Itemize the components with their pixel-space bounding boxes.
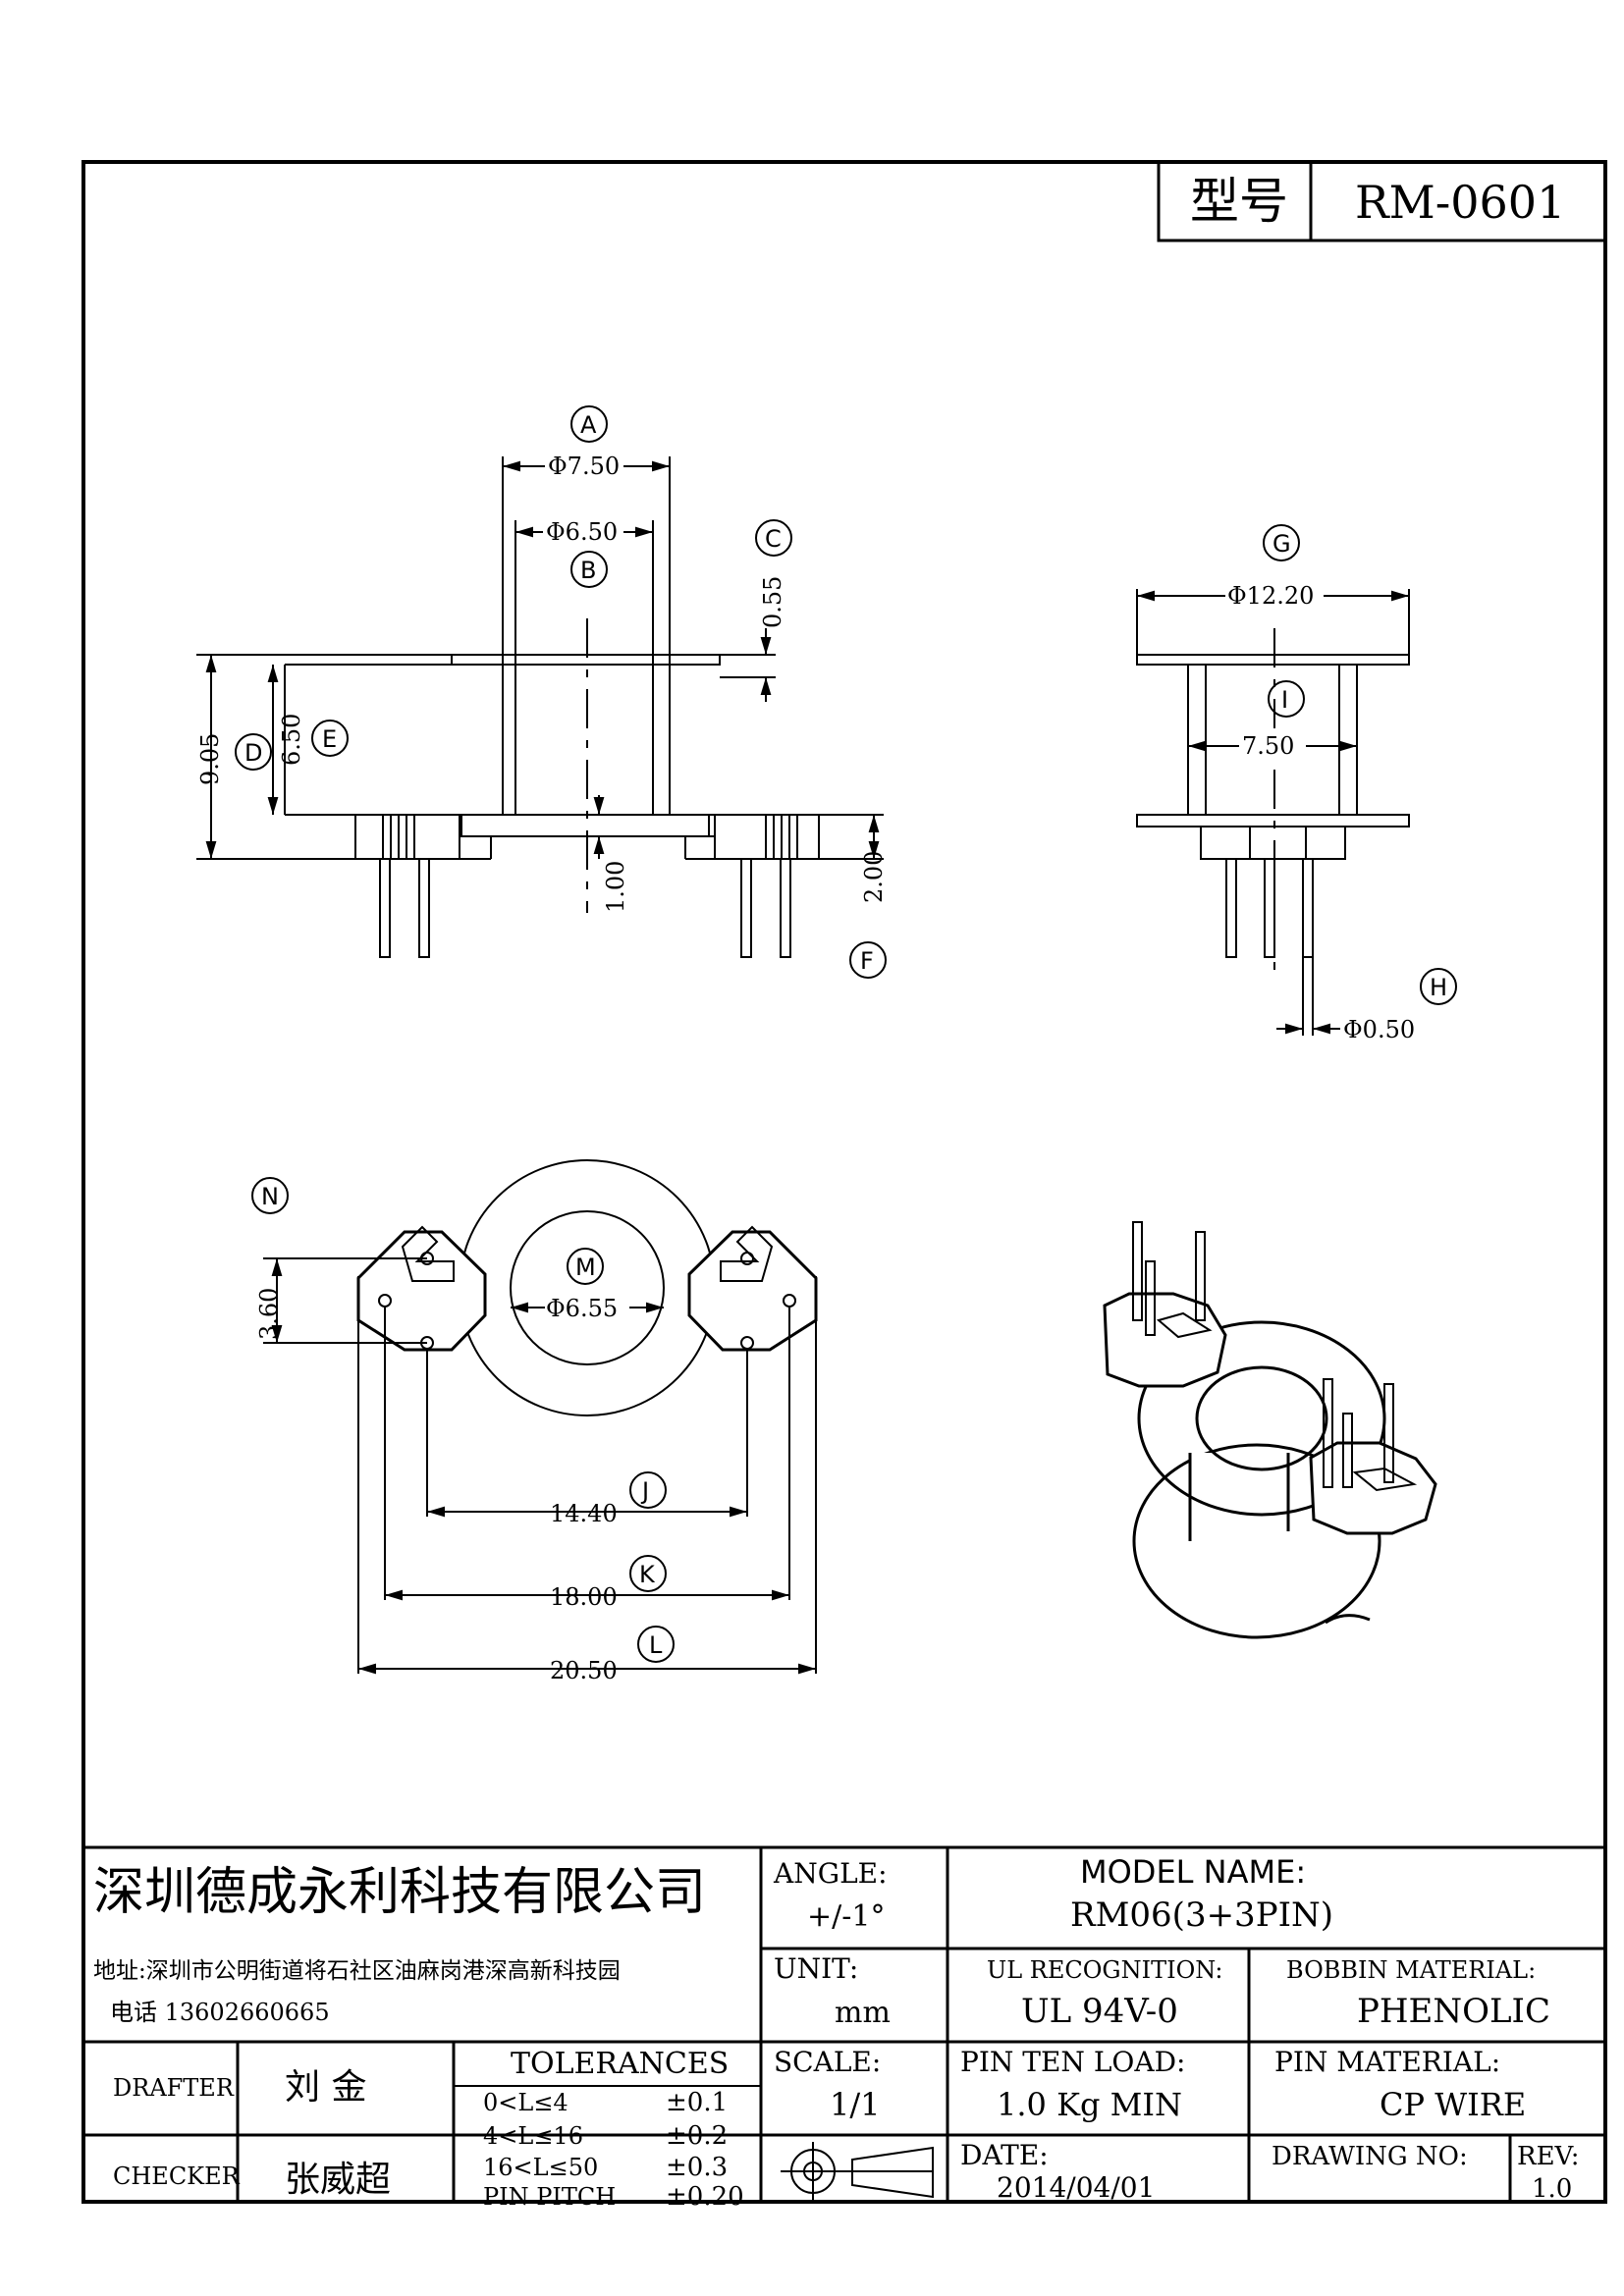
pin-material-value: CP WIRE [1380,2086,1526,2123]
balloons-front: A B C D E F [235,405,887,979]
tol-value-2: ±0.2 [666,2121,728,2151]
scale-label: SCALE: [774,2046,881,2078]
scale-value: 1/1 [830,2086,881,2123]
pin-load-value: 1.0 Kg MIN [997,2086,1182,2123]
balloons-bottom: N M J K L [251,1177,675,1663]
balloon-d: D [244,739,262,767]
side-dimensions: Φ12.20 7.50 Φ0.50 [1136,579,1415,1043]
dim-h: Φ0.50 [1343,1016,1415,1043]
balloon-c: C [765,525,782,553]
date-label: DATE: [960,2139,1049,2171]
balloon-l: L [649,1631,663,1659]
dim-base: 1.00 [602,861,629,913]
model-name-value: RM06(3+3PIN) [1070,1896,1333,1935]
projection-symbol [781,2142,934,2202]
company-phone: 电话 13602660665 [110,1999,330,2026]
balloons-side: G I H [1263,524,1457,1005]
checker-name: 张威超 [285,2160,391,2200]
tol-range-3: 16<L≤50 [483,2154,598,2181]
tol-range-4: PIN PITCH [483,2183,616,2211]
tol-value-1: ±0.1 [666,2088,728,2117]
balloon-a: A [580,411,597,439]
dim-g: Φ12.20 [1227,582,1314,610]
bobbin-label: BOBBIN MATERIAL: [1286,1956,1536,1984]
dim-b: Φ6.50 [546,518,618,546]
balloon-i: I [1281,686,1288,714]
pin-material-label: PIN MATERIAL: [1274,2046,1500,2078]
checker-label: CHECKER [113,2163,241,2190]
angle-value: +/-1° [807,1899,885,1934]
front-view [284,456,884,958]
date-value: 2014/04/01 [997,2171,1155,2204]
balloon-n: N [261,1183,279,1210]
drafter-name: 刘 金 [285,2067,366,2108]
dim-l: 20.50 [550,1657,618,1684]
ul-label: UL RECOGNITION: [987,1956,1222,1984]
angle-label: ANGLE: [773,1857,888,1890]
balloon-f: F [860,947,874,975]
model-box-label: 型号 [1190,173,1288,230]
bottom-dimensions: Φ6.55 3.60 14.40 18.00 20.50 [255,1257,817,1684]
balloon-j: J [640,1477,649,1505]
rev-value: 1.0 [1532,2174,1572,2204]
model-box-value: RM-0601 [1355,176,1565,229]
tol-range-2: 4<L≤16 [483,2122,583,2150]
balloon-e: E [322,725,337,753]
front-dimensions: Φ7.50 Φ6.50 0.55 9.05 6.50 1.00 2.00 [196,450,888,913]
balloon-g: G [1272,530,1291,558]
drafter-label: DRAFTER [113,2074,235,2102]
balloon-b: B [580,557,596,584]
company-address: 地址:深圳市公明街道将石社区油麻岗港深高新科技园 [93,1958,621,1984]
bottom-view [356,1159,818,1416]
ul-value: UL 94V-0 [1021,1992,1178,2031]
dim-j: 14.40 [550,1500,618,1527]
dim-a: Φ7.50 [548,453,620,480]
dim-m: Φ6.55 [546,1295,618,1322]
tol-range-1: 0<L≤4 [483,2089,568,2116]
model-name-label: MODEL NAME: [1080,1853,1306,1891]
dim-k: 18.00 [550,1583,618,1611]
company-name: 深圳德成永利科技有限公司 [93,1863,706,1922]
dim-c: 0.55 [759,576,786,628]
bobbin-value: PHENOLIC [1357,1992,1550,2031]
dim-f: 2.00 [860,851,888,903]
tol-value-3: ±0.3 [666,2153,728,2182]
dim-e: 6.50 [278,714,305,766]
balloon-h: H [1430,974,1447,1001]
dim-i: 7.50 [1242,732,1294,760]
dim-d: 9.05 [196,733,224,785]
pin-load-label: PIN TEN LOAD: [960,2046,1185,2078]
balloon-m: M [575,1254,596,1281]
tol-value-4: ±0.20 [666,2182,744,2212]
title-block: 深圳德成永利科技有限公司 地址:深圳市公明街道将石社区油麻岗港深高新科技园 电话… [83,1845,1605,2212]
drawing-no-label: DRAWING NO: [1272,2142,1468,2171]
rev-label: REV: [1517,2142,1579,2171]
sheet-border [81,160,1607,2204]
dim-n: 3.60 [255,1288,283,1340]
unit-label: UNIT: [774,1952,858,1985]
balloon-k: K [639,1561,656,1588]
tolerances-label: TOLERANCES [511,2047,729,2081]
side-view [1136,628,1410,982]
isometric-view [1103,1221,1437,1639]
model-box: 型号 RM-0601 [1157,160,1607,242]
unit-value: mm [835,1996,891,2030]
